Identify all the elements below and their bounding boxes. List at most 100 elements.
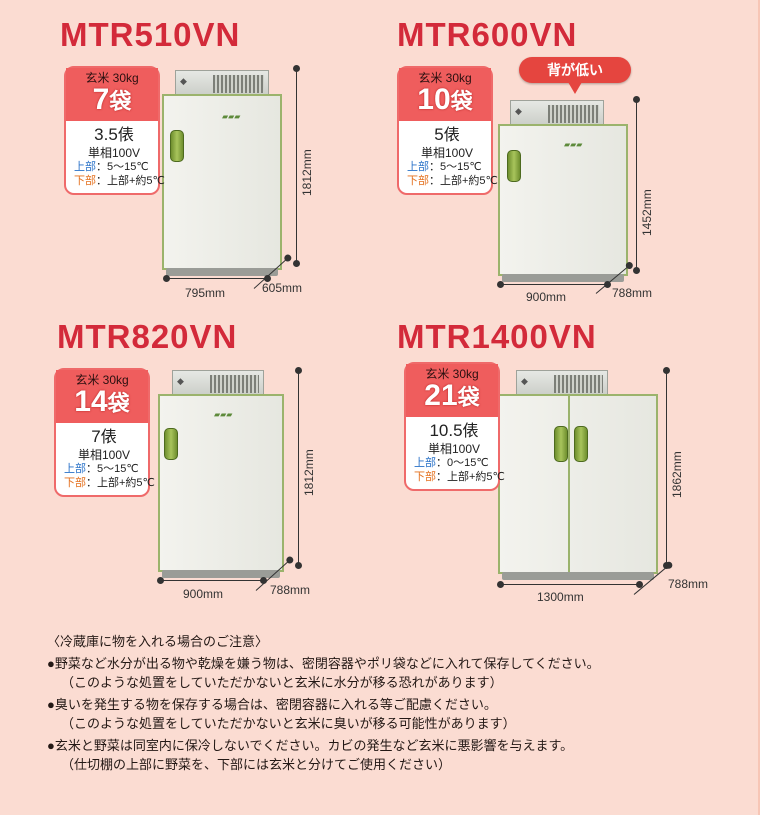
door-divider xyxy=(568,396,570,572)
bag-count: 14袋 xyxy=(74,385,130,418)
power-spec: 単相100V xyxy=(77,448,131,462)
lower-temp: 下部：上部+約5℃ xyxy=(407,175,498,187)
upper-temp: 上部：0～15℃ xyxy=(414,457,489,469)
brand-strip-icon: ▰▰▰ xyxy=(564,140,583,149)
note-sub: （このような処置をしていただかないと玄米に水分が移る恐れがあります） xyxy=(61,675,503,690)
depth-dimension: 788mm xyxy=(668,577,709,591)
power-spec: 単相100V xyxy=(87,146,141,160)
brand-logo-icon: ◆ xyxy=(177,376,184,386)
door-handle xyxy=(507,150,521,182)
height-dimension-line xyxy=(293,65,300,267)
notes-title: 〈冷蔵庫に物を入れる場合のご注意〉 xyxy=(47,634,269,649)
bag-count: 10袋 xyxy=(417,83,473,116)
bag-count: 21袋 xyxy=(424,379,480,412)
left-door-handle xyxy=(554,426,568,462)
height-dimension-line xyxy=(663,367,670,569)
brand-logo-icon: ◆ xyxy=(180,76,187,86)
width-dimension: 900mm xyxy=(526,290,567,304)
note-main: ●玄米と野菜は同室内に保冷しないでください。カビの発生など玄米に悪影響を与えます… xyxy=(47,738,574,753)
note-main: ●臭いを発生する物を保存する場合は、密閉容器に入れる等ご配慮ください。 xyxy=(47,697,497,712)
card-header: 玄米 30kg 10袋 xyxy=(399,68,491,121)
width-dimension-line xyxy=(497,281,611,288)
height-dimension: 1812mm xyxy=(300,149,314,196)
cabinet-body xyxy=(498,394,658,574)
bag-count: 7袋 xyxy=(92,83,132,116)
width-dimension: 900mm xyxy=(183,587,224,601)
cabinet-base xyxy=(166,268,278,276)
right-door-handle xyxy=(574,426,588,462)
note-item: ●玄米と野菜は同室内に保冷しないでください。カビの発生など玄米に悪影響を与えます… xyxy=(47,736,747,774)
note-item: ●臭いを発生する物を保存する場合は、密閉容器に入れる等ご配慮ください。 （このよ… xyxy=(47,695,747,733)
height-dimension-line xyxy=(295,367,302,569)
depth-dimension: 788mm xyxy=(270,583,311,597)
depth-dimension: 605mm xyxy=(262,281,303,295)
cooling-unit: ◆ xyxy=(510,100,604,128)
brand-strip-icon: ▰▰▰ xyxy=(214,410,233,419)
card-body: 7俵 単相100V 上部：5～15℃ 下部：上部+約5℃ xyxy=(56,423,155,495)
cooling-unit: ◆ xyxy=(172,370,264,398)
note-item: ●野菜など水分が出る物や乾燥を嫌う物は、密閉容器やポリ袋などに入れて保存してくだ… xyxy=(47,654,747,692)
spec-card-mtr600vn: 玄米 30kg 10袋 5俵 単相100V 上部：5～15℃ 下部：上部+約5℃ xyxy=(397,66,498,195)
height-dimension: 1452mm xyxy=(640,189,654,236)
upper-temp: 上部：5～15℃ xyxy=(64,463,139,475)
model-title-mtr1400vn: MTR1400VN xyxy=(397,318,597,355)
power-spec: 単相100V xyxy=(427,442,481,456)
brand-logo-icon: ◆ xyxy=(521,376,528,386)
height-dimension-line xyxy=(633,96,640,274)
note-sub: （このような処置をしていただかないと玄米に臭いが移る可能性があります） xyxy=(61,716,516,731)
upper-temp: 上部：5～15℃ xyxy=(74,161,149,173)
note-main: ●野菜など水分が出る物や乾燥を嫌う物は、密閉容器やポリ袋などに入れて保存してくだ… xyxy=(47,656,600,671)
depth-dimension: 788mm xyxy=(612,286,653,300)
model-title-mtr600vn: MTR600VN xyxy=(397,16,578,53)
lower-temp: 下部：上部+約5℃ xyxy=(74,175,165,187)
rice-capacity: 玄米 30kg xyxy=(425,367,479,381)
width-dimension-line xyxy=(157,577,267,584)
spec-card-mtr1400vn: 玄米 30kg 21袋 10.5俵 単相100V 上部：0～15℃ 下部：上部+… xyxy=(404,362,505,491)
cabinet-body: ▰▰▰ xyxy=(158,394,284,572)
cabinet-body: ▰▰▰ xyxy=(162,94,282,270)
vent-grille xyxy=(209,375,259,393)
width-dimension-line xyxy=(497,581,643,588)
hyo-count: 5俵 xyxy=(434,125,460,144)
low-height-callout: 背が低い xyxy=(519,57,631,94)
brand-logo-icon: ◆ xyxy=(515,106,522,116)
door-handle xyxy=(164,428,178,460)
hyo-count: 10.5俵 xyxy=(429,421,479,440)
model-title-mtr510vn: MTR510VN xyxy=(60,16,241,53)
card-body: 3.5俵 単相100V 上部：5～15℃ 下部：上部+約5℃ xyxy=(66,121,165,193)
door-handle xyxy=(170,130,184,162)
power-spec: 単相100V xyxy=(420,146,474,160)
rice-capacity: 玄米 30kg xyxy=(75,373,129,387)
model-title-mtr820vn: MTR820VN xyxy=(57,318,238,355)
spec-card-mtr510vn: 玄米 30kg 7袋 3.5俵 単相100V 上部：5～15℃ 下部：上部+約5… xyxy=(64,66,165,195)
brand-strip-icon: ▰▰▰ xyxy=(222,112,241,121)
page-edge xyxy=(758,0,760,815)
vent-grille xyxy=(213,75,264,93)
spec-card-mtr820vn: 玄米 30kg 14袋 7俵 単相100V 上部：5～15℃ 下部：上部+約5℃ xyxy=(54,368,155,497)
upper-temp: 上部：5～15℃ xyxy=(407,161,482,173)
card-body: 5俵 単相100V 上部：5～15℃ 下部：上部+約5℃ xyxy=(399,121,498,193)
hyo-count: 3.5俵 xyxy=(94,125,134,144)
width-dimension: 795mm xyxy=(185,286,226,300)
rice-capacity: 玄米 30kg xyxy=(85,71,139,85)
storage-notes: 〈冷蔵庫に物を入れる場合のご注意〉 ●野菜など水分が出る物や乾燥を嫌う物は、密閉… xyxy=(47,632,747,774)
card-header: 玄米 30kg 21袋 xyxy=(406,364,498,417)
rice-capacity: 玄米 30kg xyxy=(418,71,472,85)
lower-temp: 下部：上部+約5℃ xyxy=(64,477,155,489)
cooling-unit: ◆ xyxy=(175,70,269,98)
card-header: 玄米 30kg 14袋 xyxy=(56,370,148,423)
hyo-count: 7俵 xyxy=(91,427,117,446)
cabinet-base xyxy=(502,572,654,580)
card-body: 10.5俵 単相100V 上部：0～15℃ 下部：上部+約5℃ xyxy=(406,417,505,489)
cabinet-body: ▰▰▰ xyxy=(498,124,628,276)
width-dimension-line xyxy=(163,275,271,282)
lower-temp: 下部：上部+約5℃ xyxy=(414,471,505,483)
height-dimension: 1812mm xyxy=(302,449,316,496)
height-dimension: 1862mm xyxy=(670,451,684,498)
cabinet-base xyxy=(162,570,280,578)
cabinet-base xyxy=(502,274,624,282)
vent-grille xyxy=(553,375,603,393)
vent-grille xyxy=(548,105,599,123)
card-header: 玄米 30kg 7袋 xyxy=(66,68,158,121)
note-sub: （仕切棚の上部に野菜を、下部には玄米と分けてご使用ください） xyxy=(61,757,452,772)
